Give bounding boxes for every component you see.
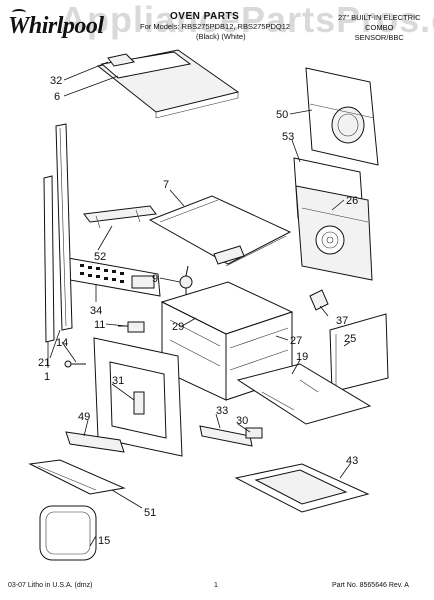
part-gasket-strip bbox=[43, 175, 55, 343]
callout-37: 37 bbox=[336, 315, 348, 327]
model-colors: (Black) (White) bbox=[196, 32, 246, 41]
callout-43: 43 bbox=[346, 455, 358, 467]
diagram-title: OVEN PARTS bbox=[170, 11, 240, 22]
part-side-panel bbox=[329, 313, 389, 393]
callout-49: 49 bbox=[78, 411, 90, 423]
part-lower-trim bbox=[65, 431, 125, 453]
callout-25: 25 bbox=[344, 333, 356, 345]
callout-53: 53 bbox=[282, 131, 294, 143]
part-vent bbox=[199, 425, 263, 447]
callout-31: 31 bbox=[112, 375, 124, 387]
callout-leaders bbox=[47, 61, 351, 547]
part-side-trim bbox=[55, 123, 73, 331]
part-bracket bbox=[309, 289, 329, 311]
part-rear-wall bbox=[293, 67, 379, 281]
callout-7: 7 bbox=[163, 179, 169, 191]
part-switch bbox=[118, 321, 145, 333]
part-trim-strip bbox=[83, 205, 157, 229]
callout-34: 34 bbox=[90, 305, 102, 317]
product-description: 27" BUILT-IN ELECTRIC COMBO SENSOR/BBC bbox=[338, 13, 421, 43]
part-top-duct bbox=[148, 195, 292, 267]
callout-19: 19 bbox=[296, 351, 308, 363]
callout-11: 11 bbox=[94, 319, 105, 331]
callout-15: 15 bbox=[98, 535, 110, 547]
footer-page-number: 1 bbox=[214, 582, 218, 589]
callout-30: 30 bbox=[236, 415, 248, 427]
part-bottom-panel bbox=[236, 363, 372, 425]
callout-21: 21 bbox=[38, 357, 50, 369]
description-line-1: 27" BUILT-IN ELECTRIC bbox=[338, 13, 421, 22]
callout-1: 1 bbox=[44, 371, 50, 383]
callout-9: 9 bbox=[152, 273, 158, 285]
callout-27: 27 bbox=[290, 335, 302, 347]
part-drip-tray bbox=[234, 463, 370, 513]
callout-50: 50 bbox=[276, 109, 288, 121]
brand-logo: Whirlpool bbox=[8, 13, 104, 39]
callout-labels: 32 6 7 50 53 26 52 9 34 11 29 37 1 21 14… bbox=[38, 75, 358, 547]
callout-51: 51 bbox=[144, 507, 156, 519]
footer-litho: 03-07 Litho in U.S.A. (dmz) bbox=[8, 582, 93, 589]
part-door-gasket bbox=[39, 505, 97, 561]
part-screw bbox=[64, 360, 86, 368]
callout-32: 32 bbox=[50, 75, 62, 87]
whirlpool-swirl-icon bbox=[12, 9, 26, 16]
part-door-trim bbox=[28, 459, 126, 495]
part-control-panel bbox=[67, 257, 161, 297]
part-top-cover bbox=[96, 49, 240, 119]
callout-14: 14 bbox=[56, 337, 68, 349]
watermark: AppliancePartsPros.com bbox=[60, 0, 434, 40]
callout-6: 6 bbox=[54, 91, 60, 103]
description-line-2: COMBO bbox=[365, 23, 394, 32]
callout-33: 33 bbox=[216, 405, 228, 417]
callout-52: 52 bbox=[94, 251, 106, 263]
description-line-3: SENSOR/BBC bbox=[354, 33, 404, 42]
footer-part-number: Part No. 8565646 Rev. A bbox=[332, 582, 409, 589]
part-door-switch bbox=[133, 391, 145, 415]
callout-26: 26 bbox=[346, 195, 358, 207]
model-numbers: For Models: RBS275PDB12, RBS275PDQ12 bbox=[140, 22, 291, 31]
callout-29: 29 bbox=[172, 321, 184, 333]
